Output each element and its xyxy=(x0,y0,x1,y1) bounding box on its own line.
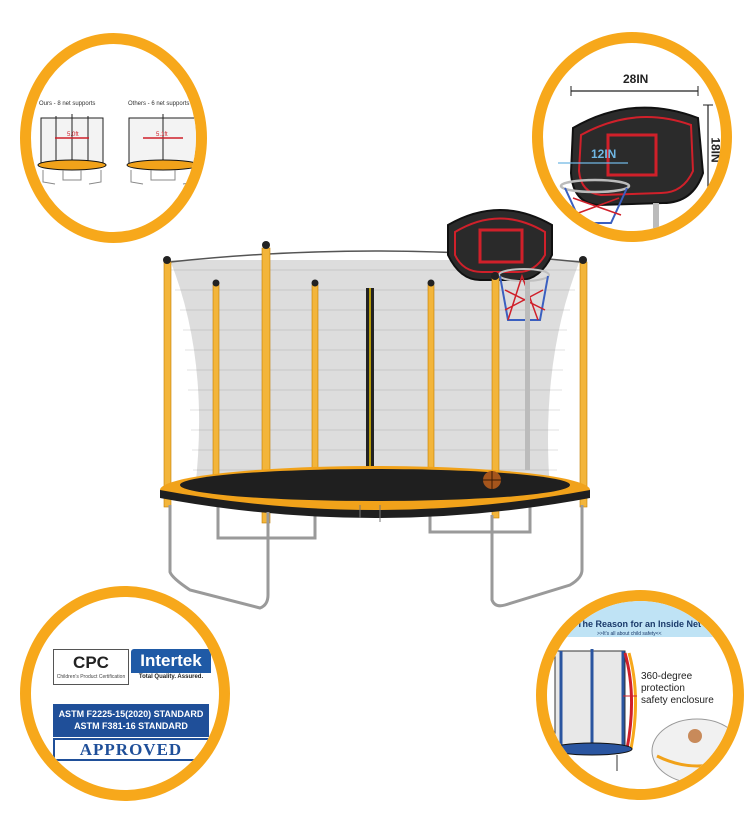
inside-net-title: The Reason for an Inside Net xyxy=(577,619,702,629)
inside-net-desc-line-1: 360-degree xyxy=(641,671,693,682)
others-trampoline-icon xyxy=(126,114,196,185)
basketball-hoop xyxy=(447,209,553,470)
hoop-closeup-illustration xyxy=(558,86,713,231)
hoop-height-label: 18IN xyxy=(708,137,723,163)
inside-net-desc-line-3: safety enclosure xyxy=(641,695,714,706)
hoop-width-label: 28IN xyxy=(623,72,649,86)
others-net-supports-label: Others - 6 net supports xyxy=(128,101,190,107)
ours-trampoline-icon xyxy=(37,114,107,185)
inside-net-desc-line-2: protection xyxy=(641,683,685,694)
intertek-tagline: Total Quality. Assured. xyxy=(138,674,204,680)
inside-net-illustration xyxy=(551,649,733,784)
astm-line-1: ASTM F2225-15(2020) STANDARD xyxy=(58,709,204,719)
inside-net-subtitle: >>It's all about child safety<< xyxy=(597,631,662,637)
hoop-dimensions-circle: 28IN 18IN 12IN xyxy=(532,32,732,242)
ours-net-supports-label: Ours - 8 net supports xyxy=(39,101,96,107)
leg-front-right xyxy=(490,505,584,608)
astm-line-2: ASTM F381-16 STANDARD xyxy=(74,721,188,731)
inside-net-description: 360-degree protection safety enclosure xyxy=(641,671,714,707)
cpc-title: CPC xyxy=(73,653,109,672)
hoop-rim-label: 12IN xyxy=(591,147,617,161)
inside-net-banner xyxy=(547,601,733,637)
ours-measure-label: 5.0ft xyxy=(67,132,79,138)
trampoline-main-image xyxy=(160,209,590,610)
others-measure-label: 5.1ft xyxy=(156,132,168,138)
astm-standards-badge: ASTM F2225-15(2020) STANDARD ASTM F381-1… xyxy=(53,704,209,737)
pole-caps xyxy=(163,241,587,287)
cpc-badge: CPC Children's Product Certification xyxy=(53,649,129,685)
intertek-logo: Intertek xyxy=(131,649,211,673)
leg-front-left xyxy=(168,505,270,610)
net-supports-illustration xyxy=(37,114,196,185)
certifications-circle: CPC Children's Product Certification Int… xyxy=(20,586,230,801)
cpc-subtitle: Children's Product Certification xyxy=(56,674,126,680)
net-supports-comparison-circle: Ours - 8 net supports Others - 6 net sup… xyxy=(20,33,207,243)
inside-net-circle: The Reason for an Inside Net >>It's all … xyxy=(536,590,744,800)
trampoline-mat xyxy=(180,469,570,501)
enclosure-net-back xyxy=(170,260,580,490)
approved-badge: APPROVED xyxy=(53,738,209,761)
